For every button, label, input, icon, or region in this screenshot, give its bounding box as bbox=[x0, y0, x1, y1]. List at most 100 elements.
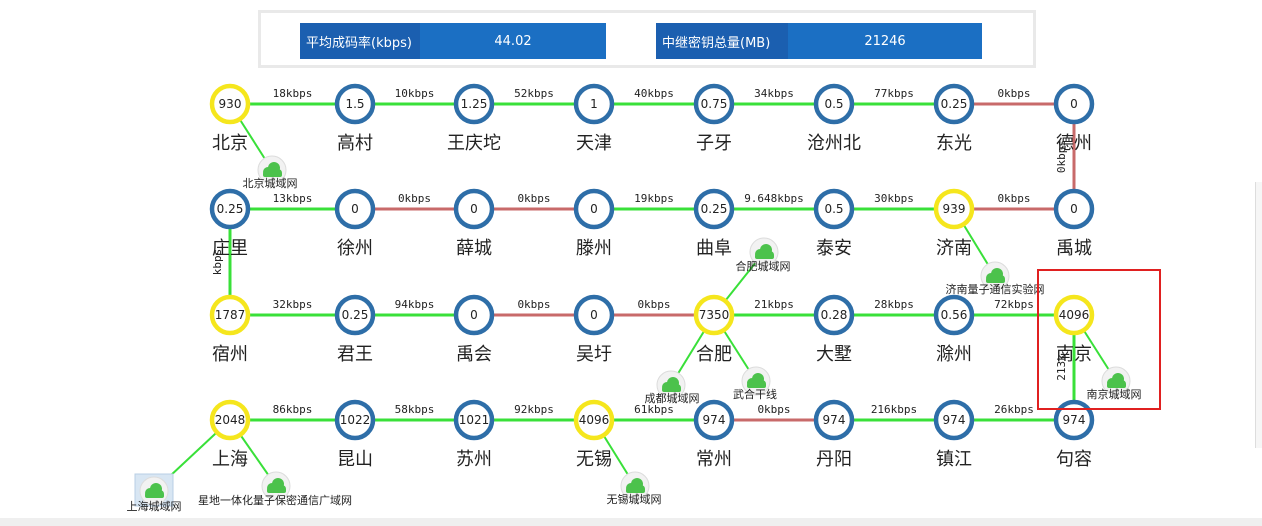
node-circle[interactable] bbox=[453, 83, 495, 125]
hf-cloud-label: 合肥城域网 bbox=[736, 259, 791, 273]
node-xuzhou[interactable]: 0徐州 bbox=[334, 188, 376, 259]
node-circle[interactable] bbox=[573, 83, 615, 125]
bj-cloud-icon[interactable] bbox=[257, 155, 287, 185]
link-rate-label: 0kbps bbox=[398, 192, 431, 205]
node-gaocun[interactable]: 1.5高村 bbox=[334, 83, 376, 154]
node-value: 0.25 bbox=[701, 202, 728, 216]
node-dezhou[interactable]: 0德州 bbox=[1053, 83, 1095, 154]
node-circle[interactable] bbox=[813, 188, 855, 230]
node-taian[interactable]: 0.5泰安 bbox=[813, 188, 855, 259]
node-circle[interactable] bbox=[209, 188, 251, 230]
node-value: 1 bbox=[590, 97, 598, 111]
node-xuecheng[interactable]: 0薛城 bbox=[453, 188, 495, 259]
node-name: 句容 bbox=[1056, 449, 1092, 470]
node-circle[interactable] bbox=[1053, 294, 1095, 336]
node-circle[interactable] bbox=[813, 294, 855, 336]
node-circle[interactable] bbox=[334, 294, 376, 336]
node-value: 1787 bbox=[215, 308, 246, 322]
node-value: 2048 bbox=[215, 413, 246, 427]
cd-cloud-icon[interactable] bbox=[656, 370, 686, 400]
node-circle[interactable] bbox=[453, 188, 495, 230]
link-rate-label: kbps bbox=[211, 249, 224, 276]
node-ziya[interactable]: 0.75 子牙 bbox=[693, 83, 735, 154]
node-yuhui[interactable]: 0禹会 bbox=[453, 294, 495, 365]
node-circle[interactable] bbox=[209, 83, 251, 125]
link-rate-label: 92kbps bbox=[514, 403, 554, 416]
nj-cloud-icon[interactable] bbox=[1101, 366, 1131, 396]
node-circle[interactable] bbox=[334, 83, 376, 125]
node-tianjin[interactable]: 1天津 bbox=[573, 83, 615, 154]
link-rate-label: 86kbps bbox=[273, 403, 313, 416]
node-name: 常州 bbox=[696, 449, 732, 470]
clouds-layer: 北京城域网济南量子通信实验网合肥城域网成都城域网武合干线南京城域网上海城域网星地… bbox=[127, 103, 1142, 513]
node-name: 庄里 bbox=[212, 238, 248, 259]
scrollbar[interactable] bbox=[1255, 182, 1262, 448]
node-value: 1022 bbox=[340, 413, 371, 427]
node-circle[interactable] bbox=[933, 294, 975, 336]
wh-cloud-icon[interactable] bbox=[741, 366, 771, 396]
sh-cloud-icon[interactable] bbox=[134, 473, 174, 507]
wx-cloud-icon[interactable] bbox=[620, 471, 650, 501]
node-wuyu[interactable]: 0吴圩 bbox=[573, 294, 615, 365]
node-name: 子牙 bbox=[696, 133, 732, 154]
hf-cloud-icon[interactable] bbox=[749, 237, 779, 267]
node-circle[interactable] bbox=[1053, 188, 1095, 230]
node-circle[interactable] bbox=[334, 188, 376, 230]
node-circle[interactable] bbox=[334, 399, 376, 441]
node-circle[interactable] bbox=[693, 399, 735, 441]
node-circle[interactable] bbox=[693, 294, 735, 336]
node-circle[interactable] bbox=[693, 188, 735, 230]
node-circle[interactable] bbox=[1053, 83, 1095, 125]
node-circle[interactable] bbox=[1053, 399, 1095, 441]
node-circle[interactable] bbox=[693, 83, 735, 125]
node-circle[interactable] bbox=[453, 294, 495, 336]
node-circle[interactable] bbox=[813, 399, 855, 441]
node-circle[interactable] bbox=[573, 294, 615, 336]
link-rate-label: 61kbps bbox=[634, 403, 674, 416]
jn-cloud-icon[interactable] bbox=[980, 261, 1010, 291]
node-circle[interactable] bbox=[573, 399, 615, 441]
link-rate-label: 13kbps bbox=[273, 192, 313, 205]
node-value: 974 bbox=[823, 413, 846, 427]
node-tengzhou[interactable]: 0滕州 bbox=[573, 188, 615, 259]
node-circle[interactable] bbox=[209, 399, 251, 441]
node-circle[interactable] bbox=[573, 188, 615, 230]
nanjing-highlight-box bbox=[1037, 269, 1161, 410]
node-circle[interactable] bbox=[453, 399, 495, 441]
node-circle[interactable] bbox=[813, 83, 855, 125]
xd-cloud-icon[interactable] bbox=[261, 471, 291, 501]
node-circle[interactable] bbox=[933, 188, 975, 230]
link-rate-label: 34kbps bbox=[754, 87, 794, 100]
cd-cloud-label: 成都城域网 bbox=[645, 392, 700, 405]
node-yucheng[interactable]: 0禹城 bbox=[1053, 188, 1095, 259]
node-circle[interactable] bbox=[933, 399, 975, 441]
node-value: 939 bbox=[943, 202, 966, 216]
node-value: 0 bbox=[351, 202, 359, 216]
node-circle[interactable] bbox=[209, 294, 251, 336]
node-name: 镇江 bbox=[936, 449, 972, 470]
node-circle[interactable] bbox=[933, 83, 975, 125]
node-name: 滁州 bbox=[936, 344, 972, 365]
node-value: 0.75 bbox=[701, 97, 728, 111]
